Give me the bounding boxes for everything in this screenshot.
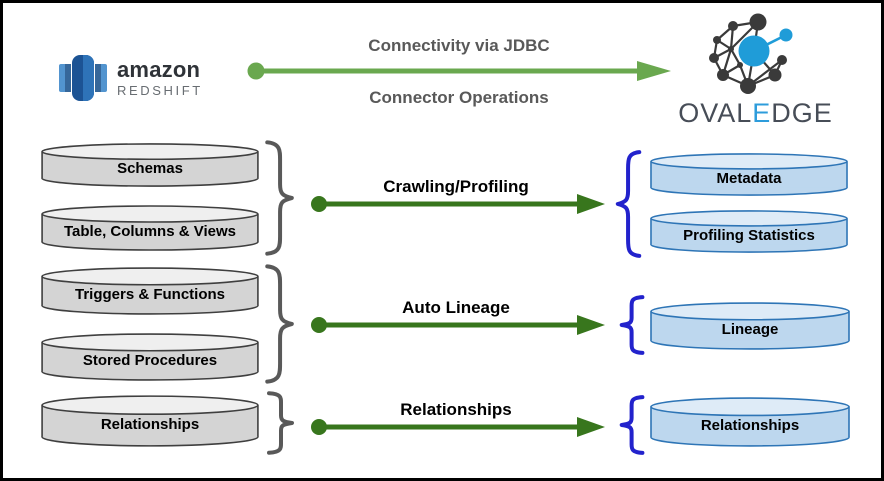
- target-group-brace-2: [619, 296, 646, 354]
- redshift-product-text: REDSHIFT: [117, 82, 203, 98]
- operation-label-auto-lineage: Auto Lineage: [402, 298, 510, 317]
- source-cylinder-relationships: Relationships: [41, 395, 259, 447]
- target-group-brace-3: [619, 396, 646, 454]
- target-cylinder-profiling-statistics: Profiling Statistics: [650, 210, 848, 253]
- ovaledge-word-e: E: [752, 98, 772, 128]
- redshift-icon: [59, 55, 107, 101]
- target-cylinder-metadata: Metadata: [650, 153, 848, 196]
- source-group-brace-1: [263, 140, 295, 256]
- source-label: Relationships: [100, 416, 200, 433]
- source-cylinder-stored-procedures: Stored Procedures: [41, 333, 259, 381]
- source-group-brace-2: [263, 264, 295, 384]
- target-label: Relationships: [700, 417, 800, 434]
- target-label: Lineage: [721, 321, 779, 338]
- target-label: Metadata: [716, 169, 782, 187]
- source-cylinder-triggers-functions: Triggers & Functions: [41, 267, 259, 315]
- crawling-profiling-arrow: [311, 194, 605, 214]
- connector-operations-label: Connector Operations: [369, 88, 549, 107]
- auto-lineage-arrow: [311, 315, 605, 335]
- relationships-arrow: [311, 417, 605, 437]
- amazon-redshift-logo: amazon REDSHIFT: [58, 53, 203, 103]
- target-cylinder-lineage: Lineage: [650, 302, 850, 350]
- ovaledge-wordmark: OVALEDGE: [658, 98, 853, 129]
- ovaledge-word-post: DGE: [771, 98, 833, 128]
- ovaledge-word-pre: OVAL: [678, 98, 753, 128]
- source-label: Stored Procedures: [82, 352, 218, 369]
- ovaledge-icon: [708, 13, 792, 94]
- target-cylinder-relationships: Relationships: [650, 397, 850, 447]
- source-group-brace-3: [265, 392, 295, 454]
- connectivity-label: Connectivity via JDBC: [368, 36, 550, 55]
- source-cylinder-schemas: Schemas: [41, 143, 259, 187]
- jdbc-arrow: [247, 61, 671, 81]
- target-group-brace-1: [615, 150, 643, 258]
- operation-label-crawling-profiling: Crawling/Profiling: [383, 177, 529, 196]
- target-label: Profiling Statistics: [683, 226, 815, 244]
- source-label: Table, Columns & Views: [64, 223, 236, 240]
- source-label: Schemas: [117, 160, 183, 177]
- redshift-brand-text: amazon: [117, 56, 201, 82]
- operation-label-relationships: Relationships: [400, 400, 512, 419]
- source-label: Triggers & Functions: [74, 286, 225, 303]
- source-cylinder-tables-columns-views: Table, Columns & Views: [41, 205, 259, 251]
- ovaledge-logo: OVALEDGE: [658, 13, 853, 129]
